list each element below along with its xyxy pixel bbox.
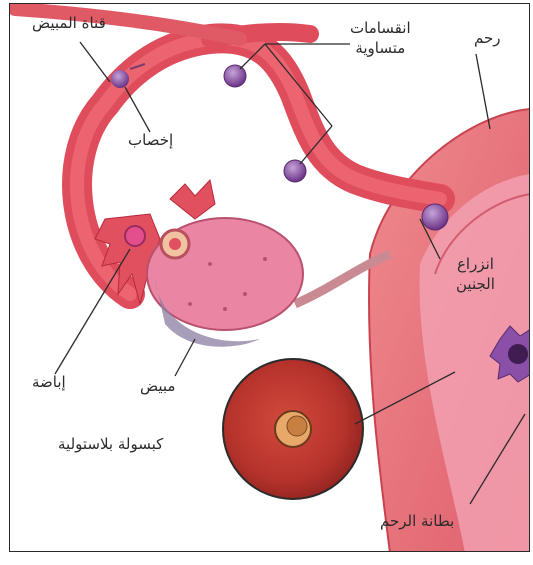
label-fertilization: إخصاب <box>128 130 173 150</box>
label-uterine-lining: بطانة الرحم <box>380 511 454 531</box>
label-equal-divisions: انقسامات متساوية <box>350 18 411 58</box>
label-ovary: مبيض <box>140 376 175 396</box>
label-fallopian-tube: قناة المبيض <box>32 13 106 33</box>
ovulated-egg <box>125 226 145 246</box>
reproductive-diagram <box>10 4 530 552</box>
label-implantation-line2: الجنين <box>456 274 495 294</box>
label-equal-divisions-line2: متساوية <box>350 38 411 58</box>
label-uterus: رحم <box>474 28 501 48</box>
morula <box>422 204 448 230</box>
label-equal-divisions-line1: انقسامات <box>350 18 411 38</box>
four-cell-embryo <box>284 160 306 182</box>
label-ovulation: إباضة <box>32 372 66 392</box>
fertilized-egg <box>111 70 129 88</box>
label-implantation-line1: انزراع <box>456 254 495 274</box>
two-cell-embryo <box>224 65 246 87</box>
diagram-frame: قناة المبيض إخصاب انقسامات متساوية رحم ا… <box>9 3 530 552</box>
label-implantation: انزراع الجنين <box>456 254 495 294</box>
label-blastocyst: كبسولة بلاستولية <box>58 434 163 454</box>
